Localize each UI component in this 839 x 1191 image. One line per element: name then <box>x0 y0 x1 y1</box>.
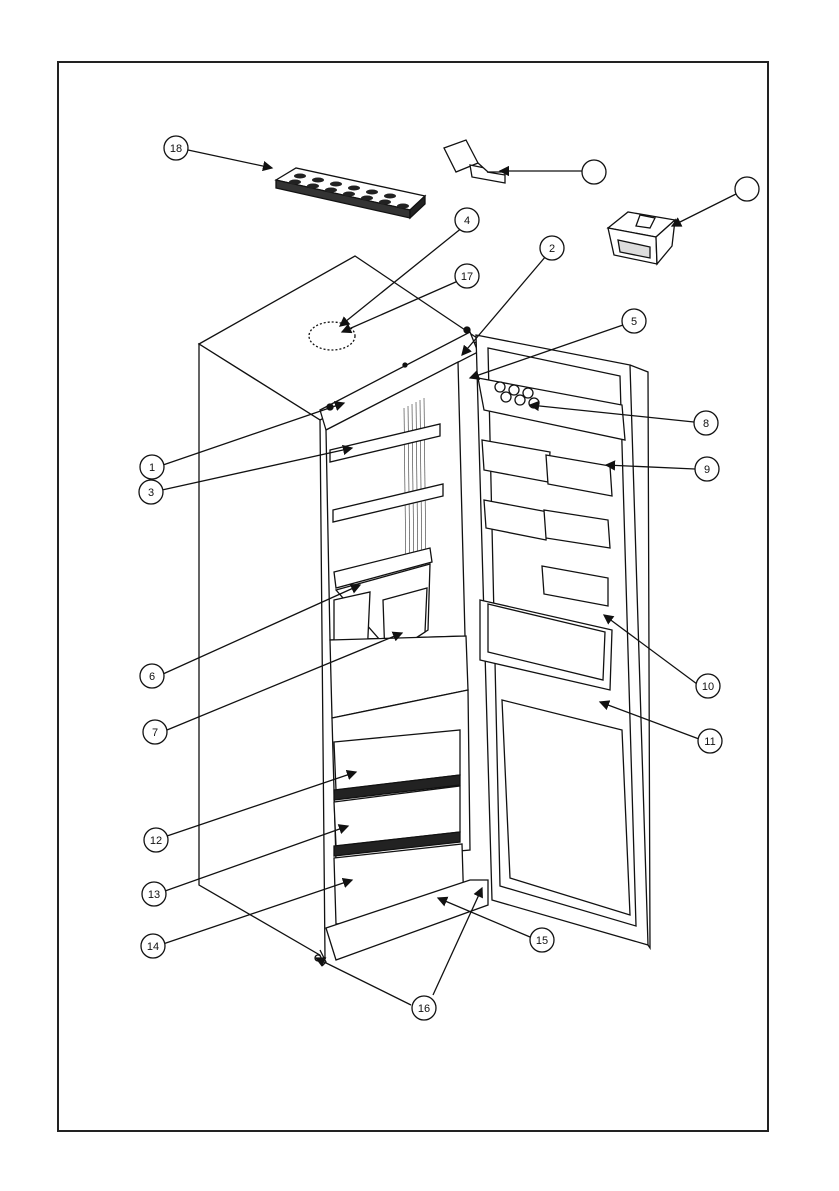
callout-label-13: 13 <box>148 889 160 901</box>
callout-label-5: 5 <box>631 316 637 328</box>
butter-dish <box>608 212 675 264</box>
callout-scraper <box>582 160 606 184</box>
callout-label-3: 3 <box>148 487 154 499</box>
fridge-door <box>476 335 650 948</box>
callout-label-16: 16 <box>418 1003 430 1015</box>
callout-label-9: 9 <box>704 464 710 476</box>
callout-label-14: 14 <box>147 941 159 953</box>
callout-label-2: 2 <box>549 243 555 255</box>
callout-label-4: 4 <box>464 215 470 227</box>
callout-butter <box>735 177 759 201</box>
callout-label-7: 7 <box>152 727 158 739</box>
callout-label-12: 12 <box>150 835 162 847</box>
fridge-cabinet <box>199 256 488 966</box>
callout-label-8: 8 <box>703 418 709 430</box>
callout-label-1: 1 <box>149 462 155 474</box>
callout-label-6: 6 <box>149 671 155 683</box>
ice-scraper <box>444 140 505 183</box>
callout-label-10: 10 <box>702 681 714 693</box>
callout-label-15: 15 <box>536 935 548 947</box>
callout-label-11: 11 <box>704 736 715 748</box>
ice-tray <box>276 168 425 218</box>
callout-label-18: 18 <box>170 143 182 155</box>
callout-label-17: 17 <box>461 271 473 283</box>
